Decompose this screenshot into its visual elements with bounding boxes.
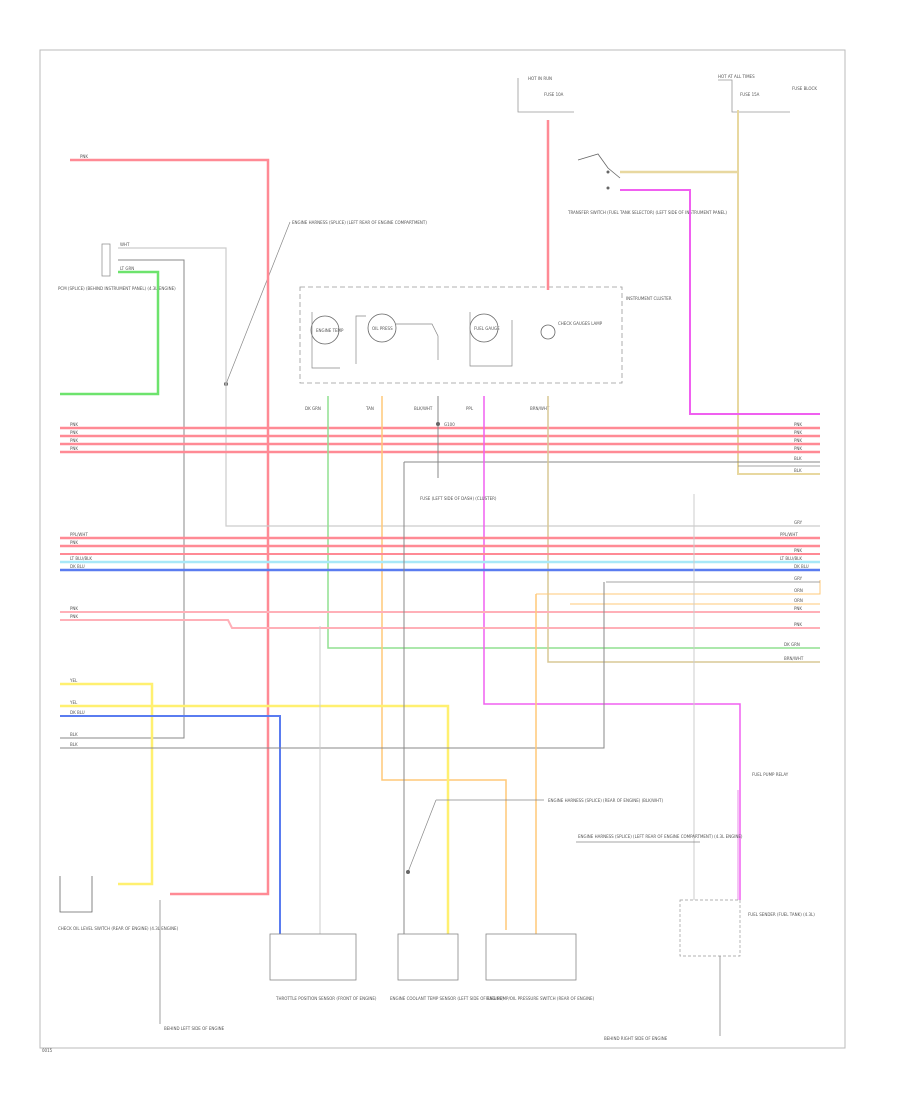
wire-brn-wht-cluster (547, 396, 820, 663)
fuel-pump-oil-pressure-switch (485, 933, 577, 981)
component-label-fps: FUEL PUMP/OIL PRESSURE SWITCH (REAR OF E… (486, 996, 595, 1001)
left-wire-label-15: DK BLU (70, 710, 85, 715)
right-wire-label-8: PNK (794, 548, 802, 553)
pcm-note: PCM (SPLICE) (BEHIND INSTRUMENT PANEL) (… (58, 286, 176, 291)
right-wire-label-11: ORN (794, 588, 803, 593)
cluster-wire-ppl: PPL (466, 406, 474, 411)
right-wire-label-13: GRY (794, 576, 803, 581)
check-gauges-lamp-label: CHECK GAUGES LAMP (558, 321, 603, 326)
left-wire-label-16: BLK (70, 732, 78, 737)
left-wire-label-14: YEL (69, 700, 78, 705)
wire-dk-blu (60, 715, 281, 934)
fuel-pump-relay-desc: FUEL SENDER (FUEL TANK) (4.3L) (748, 912, 815, 917)
right-wire-label-16: DK GRN (784, 642, 800, 647)
hot-in-run-label: HOT IN RUN (528, 76, 552, 81)
fuse-10a-label: FUSE 10A (544, 92, 564, 97)
left-wire-label-2: LT GRN (120, 266, 134, 271)
right-wire-label-14: PNK (794, 606, 802, 611)
wire-dk-grn (327, 396, 820, 649)
left-wire-label-11: PNK (70, 606, 78, 611)
cluster-wire-brn-wht: BRN/WHT (530, 406, 550, 411)
left-wire-label-12: PNK (70, 614, 78, 619)
pump-relay-note: ENGINE HARNESS (SPLICE) (LEFT REAR OF EN… (578, 834, 743, 839)
gauge-fuel-label: FUEL GAUGE (474, 326, 500, 331)
gauge-engine-temp: ENGINE TEMP (310, 315, 344, 345)
fuse-block-label: FUSE BLOCK (792, 86, 817, 91)
hot-at-all-times-label: HOT AT ALL TIMES (718, 74, 755, 79)
gauge-oil-press: OIL PRESS (367, 313, 397, 343)
wire-yel-1 (60, 682, 154, 886)
right-wire-label-15: PNK (794, 622, 802, 627)
wire-blk-lower (60, 582, 605, 749)
right-wire-label-4: BLK (794, 456, 802, 461)
component-label-ect: ENGINE COOLANT TEMP SENSOR (LEFT SIDE OF… (390, 996, 504, 1001)
ground-left-label: BEHIND LEFT SIDE OF ENGINE (164, 1026, 225, 1031)
right-wire-label-10: DK BLU (794, 564, 809, 569)
right-wire-label-2: PNK (794, 438, 802, 443)
fuse-block-group: HOT IN RUN FUSE 10A HOT AT ALL TIMES FUS… (517, 74, 817, 113)
left-wire-label-9: LT BLU/BLK (70, 556, 92, 561)
diagram-border (39, 49, 846, 1049)
wire-wht (118, 247, 820, 527)
check-gauges-lamp: CHECK GAUGES LAMP (540, 321, 603, 340)
left-module-label: CHECK OIL LEVEL SWITCH (REAR OF ENGINE) … (58, 926, 179, 931)
left-wire-label-0: PNK (80, 154, 88, 159)
cluster-wire-dk-grn: DK GRN (305, 406, 321, 411)
wire-tan-fuse (737, 110, 820, 475)
right-wire-label-9: LT BLU/BLK (780, 556, 802, 561)
right-wire-label-0: PNK (794, 422, 802, 427)
left-wire-label-4: PNK (70, 430, 78, 435)
right-wire-label-5: BLK (794, 468, 802, 473)
right-wire-label-6: GRY (794, 520, 803, 525)
left-wire-label-10: DK BLU (70, 564, 85, 569)
wire-yel-2 (60, 704, 450, 934)
fuel-pump-relay-box (679, 899, 741, 957)
gauge-engine-temp-label: ENGINE TEMP (316, 328, 344, 333)
instrument-cluster-box (299, 286, 623, 384)
fuse-15a-label: FUSE 15A (740, 92, 760, 97)
gauge-oil-press-label: OIL PRESS (372, 326, 393, 331)
left-wire-label-7: PPL/WHT (70, 532, 88, 537)
left-wire-label-17: BLK (70, 742, 78, 747)
ground-right-label: BEHIND RIGHT SIDE OF ENGINE (604, 1036, 668, 1041)
footer-code: 0015 (42, 1048, 53, 1053)
right-wire-label-1: PNK (794, 430, 802, 435)
left-wire-label-1: WHT (120, 242, 130, 247)
fuel-pump-relay-label: FUEL PUMP RELAY (752, 772, 789, 777)
wire-pnk-main (70, 158, 270, 896)
right-wire-label-12: ORN (794, 598, 803, 603)
splice-note: ENGINE HARNESS (SPLICE) (LEFT REAR OF EN… (292, 220, 427, 225)
left-wire-label-13: YEL (69, 678, 78, 683)
wire-blk-left (60, 259, 185, 739)
pcm-connector (101, 243, 111, 277)
component-label-tps: THROTTLE POSITION SENSOR (FRONT OF ENGIN… (275, 996, 377, 1001)
wire-tan-cluster (381, 396, 507, 930)
engine-coolant-temp-sensor (397, 933, 459, 981)
left-wire-label-5: PNK (70, 438, 78, 443)
transfer-switch-label: TRANSFER SWITCH (FUEL TANK SELECTOR) (LE… (567, 210, 727, 215)
ground-note: FUSE (LEFT SIDE OF DASH) (CLUSTER) (420, 496, 497, 501)
instrument-cluster-label: INSTRUMENT CLUSTER (626, 296, 672, 301)
right-wire-label-3: PNK (794, 446, 802, 451)
engine-harness-note: ENGINE HARNESS (SPLICE) (REAR OF ENGINE)… (548, 798, 663, 803)
left-wire-label-6: PNK (70, 446, 78, 451)
wire-ppl-transfer (620, 189, 820, 415)
transfer-switch: TRANSFER SWITCH (FUEL TANK SELECTOR) (LE… (567, 153, 727, 215)
cluster-wire-tan: TAN (365, 406, 374, 411)
right-wire-label-17: BRN/WHT (784, 656, 804, 661)
gauge-fuel: FUEL GAUGE (469, 313, 500, 343)
wire-lt-grn (60, 270, 160, 396)
left-wire-label-8: PNK (70, 540, 78, 545)
throttle-position-sensor (269, 933, 357, 981)
cluster-wire-blk-wht: BLK/WHT (414, 406, 433, 411)
wire-ppl-cluster (483, 396, 741, 900)
ground-label: G100 (444, 422, 455, 427)
right-wire-label-7: PPL/WHT (780, 532, 798, 537)
left-wire-label-3: PNK (70, 422, 78, 427)
